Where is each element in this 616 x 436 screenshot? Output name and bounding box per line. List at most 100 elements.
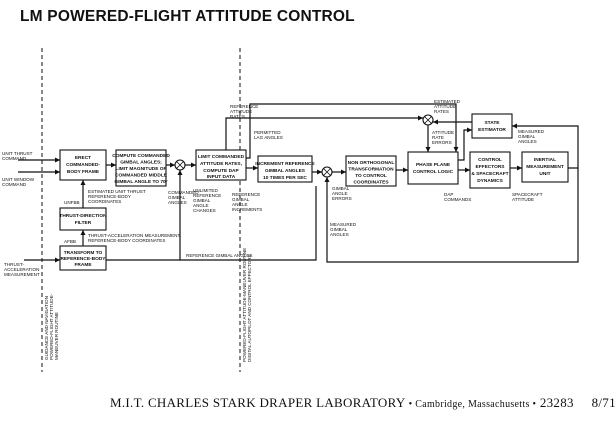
label-gimbal-angle-errors-3: ERRORS bbox=[332, 196, 352, 201]
label-measured-gimbal-left-1: MEASURED bbox=[330, 222, 357, 227]
block-limit-line-3: COMPUTE DAP bbox=[203, 168, 239, 174]
block-thrust-filter-line-2: FILTER bbox=[75, 220, 92, 226]
block-phase-plane-line-2: CONTROL LOGIC bbox=[413, 169, 454, 175]
attitude-control-block-diagram: ERECT COMMANDED- BODY FRAME THRUST-DIREC… bbox=[2, 48, 579, 372]
block-limit-commanded-attitude-rates: LIMIT COMMANDED ATTITUDE RATES, COMPUTE … bbox=[195, 149, 247, 181]
label-est-attitude-rates-2: ATTITUDE bbox=[434, 104, 456, 109]
block-imu-line-1: INERTIAL bbox=[534, 157, 556, 163]
label-measured-gimbal-left-3: ANGLES bbox=[330, 232, 349, 237]
block-nonorth-line-4: COORDINATES bbox=[353, 180, 389, 186]
label-attitude-rate-errors-1: ATTITUDE bbox=[432, 130, 454, 135]
label-unfbb: UNFBB bbox=[64, 200, 80, 205]
block-erect-line-1: ERECT bbox=[75, 155, 91, 161]
label-unit-thrust-command-2: COMMAND bbox=[2, 156, 27, 161]
label-ref-gimbal-increments-2: GIMBAL bbox=[232, 197, 250, 202]
label-unlimited-ref-3: GIMBAL bbox=[193, 198, 211, 203]
label-ref-attitude-rates-3: RATES bbox=[230, 114, 245, 119]
footer-location: • Cambridge, Massachusetts • bbox=[408, 399, 537, 410]
block-non-orthogonal-transformation: NON ORTHOGONAL TRANSFORMATION TO CONTROL… bbox=[345, 155, 397, 187]
label-ref-attitude-rates-2: ATTITUDE bbox=[230, 109, 252, 114]
label-commanded-gimbal-3: ANGLES bbox=[168, 200, 187, 205]
label-thrust-accel-ref-1: THRUST-ACCELERATION MEASUREMENT, bbox=[88, 233, 181, 238]
block-erect-commanded-body-frame: ERECT COMMANDED- BODY FRAME bbox=[59, 149, 107, 181]
block-increment-line-3: 10 TIMES PER SEC bbox=[263, 175, 307, 181]
label-unlimited-ref-5: CHANGES bbox=[193, 208, 216, 213]
block-compute-line-2: GIMBAL ANGLES; bbox=[120, 160, 162, 166]
block-compute-line-4: COMMANDED MIDDLE bbox=[115, 173, 168, 179]
block-phase-plane-line-1: PHASE PLANE bbox=[416, 162, 451, 168]
label-spacecraft-attitude-2: ATTITUDE bbox=[512, 197, 534, 202]
block-increment-reference-gimbal-angles: INCREMENT REFERENCE GIMBAL ANGLES 10 TIM… bbox=[255, 155, 316, 183]
label-afbb: AFBB bbox=[64, 239, 76, 244]
label-ref-gimbal-increments-3: ANGLE bbox=[232, 202, 248, 207]
block-control-effectors-line-1: CONTROL bbox=[478, 157, 502, 163]
block-compute-line-1: COMPUTE COMMANDED bbox=[112, 153, 170, 159]
label-ref-gimbal-increments-4: INCREMENTS bbox=[232, 207, 262, 212]
label-unlimited-ref-4: ANGLE bbox=[193, 203, 209, 208]
footer-number: 23283 bbox=[539, 395, 574, 410]
footer: M.I.T. CHARLES STARK DRAPER LABORATORY •… bbox=[110, 395, 616, 411]
label-permitted-lag-1: PERMITTED bbox=[254, 130, 281, 135]
label-routine-maneuver-1: POWERED-FLIGHT ATTITUDE-MANEUVER ROUTINE bbox=[242, 248, 247, 362]
label-unit-thrust-command-1: UNIT THRUST bbox=[2, 151, 33, 156]
block-control-effectors-line-2: EFFECTORS bbox=[476, 164, 506, 170]
label-thrust-accel-ref-2: REFERENCE-BODY COORDINATES bbox=[88, 238, 165, 243]
block-imu-line-2: MEASUREMENT bbox=[526, 164, 564, 170]
label-unlimited-ref-2: REFERENCE bbox=[193, 193, 221, 198]
block-limit-line-4: INPUT DATA bbox=[207, 174, 236, 180]
block-state-estimator: STATE ESTIMATOR bbox=[471, 113, 513, 139]
label-commanded-gimbal-1: COMMANDED bbox=[168, 190, 199, 195]
label-routine-maneuver-2: DIGITAL AUTOPILOT AND CONTROL EFFECTORS bbox=[247, 254, 252, 362]
block-control-effectors-line-4: DYNAMICS bbox=[477, 178, 503, 184]
block-transform-line-1: TRANSFORM TO bbox=[64, 250, 103, 256]
label-routine-guidance-2: POWERED-FLIGHT ATTITUDE- bbox=[49, 293, 54, 360]
block-imu-line-3: UNIT bbox=[539, 171, 550, 177]
label-unit-window-command-1: UNIT WINDOW bbox=[2, 177, 35, 182]
block-thrust-filter-line-1: THRUST-DIRECTION bbox=[59, 213, 107, 219]
signal-lines bbox=[18, 103, 579, 263]
label-est-unit-thrust-2: REFERENCE-BODY bbox=[88, 194, 131, 199]
footer-lab: M.I.T. CHARLES STARK DRAPER LABORATORY bbox=[110, 395, 406, 410]
label-dap-commands-2: COMMANDS bbox=[444, 197, 471, 202]
label-measured-gimbal-right-3: ANGLES bbox=[518, 139, 537, 144]
label-routine-guidance: GUIDANCE AND NAVIGATION POWERED-FLIGHT A… bbox=[44, 293, 59, 360]
block-thrust-direction-filter: THRUST-DIRECTION FILTER bbox=[59, 207, 107, 231]
label-gimbal-angle-errors-1: GIMBAL bbox=[332, 186, 350, 191]
block-transform-reference-body-frame: TRANSFORM TO REFERENCE-BODY FRAME bbox=[59, 245, 107, 271]
label-attitude-rate-errors-2: RATE bbox=[432, 135, 444, 140]
block-control-effectors-line-3: & SPACECRAFT bbox=[471, 171, 508, 177]
block-nonorth-line-3: TO CONTROL bbox=[355, 173, 387, 179]
block-control-effectors-spacecraft-dynamics: CONTROL EFFECTORS & SPACECRAFT DYNAMICS bbox=[469, 151, 511, 189]
label-measured-gimbal-right-2: GIMBAL bbox=[518, 134, 536, 139]
block-increment-line-2: GIMBAL ANGLES bbox=[265, 168, 306, 174]
block-compute-line-3: LIMIT MAGNITUDE OF bbox=[116, 166, 167, 172]
block-erect-line-2: COMMANDED- bbox=[66, 162, 100, 168]
block-compute-commanded-gimbal-angles: COMPUTE COMMANDED GIMBAL ANGLES; LIMIT M… bbox=[112, 149, 170, 187]
label-measured-gimbal-right-1: MEASURED bbox=[518, 129, 545, 134]
block-phase-plane-control-logic: PHASE PLANE CONTROL LOGIC bbox=[407, 151, 459, 185]
label-est-attitude-rates-3: RATES bbox=[434, 109, 449, 114]
label-thrust-accel-3: MEASUREMENT bbox=[4, 272, 40, 277]
label-gimbal-angle-errors-2: ANGLE bbox=[332, 191, 348, 196]
block-limit-line-2: ATTITUDE RATES, bbox=[200, 161, 243, 167]
arrowheads bbox=[55, 115, 522, 263]
label-routine-maneuver: POWERED-FLIGHT ATTITUDE-MANEUVER ROUTINE… bbox=[242, 248, 252, 362]
label-routine-guidance-3: MANEUVER ROUTINE bbox=[54, 312, 59, 360]
label-spacecraft-attitude-1: SPACECRAFT bbox=[512, 192, 543, 197]
summing-junction-gimbal-angle-error bbox=[321, 166, 333, 178]
label-dap-commands-1: DAP bbox=[444, 192, 453, 197]
labels: UNIT THRUST COMMAND UNIT WINDOW COMMAND … bbox=[2, 99, 545, 362]
label-ref-attitude-rates-1: REFERENCE bbox=[230, 104, 258, 109]
block-state-estimator-line-1: STATE bbox=[484, 120, 500, 126]
label-thrust-accel-2: ACCELERATION bbox=[4, 267, 39, 272]
page-title: LM POWERED-FLIGHT ATTITUDE CONTROL bbox=[20, 8, 355, 25]
label-commanded-gimbal-2: GIMBAL bbox=[168, 195, 186, 200]
block-compute-line-5: GIMBAL ANGLE TO 70° bbox=[114, 179, 167, 185]
block-limit-line-1: LIMIT COMMANDED bbox=[198, 154, 245, 160]
block-transform-line-3: FRAME bbox=[74, 262, 92, 268]
label-thrust-accel-1: THRUST- bbox=[4, 262, 24, 267]
block-transform-line-2: REFERENCE-BODY bbox=[60, 256, 106, 262]
label-unit-window-command-2: COMMAND bbox=[2, 182, 27, 187]
label-est-unit-thrust-1: ESTIMATED UNIT THRUST bbox=[88, 189, 146, 194]
label-ref-gimbal-increments-1: REFERENCE bbox=[232, 192, 260, 197]
